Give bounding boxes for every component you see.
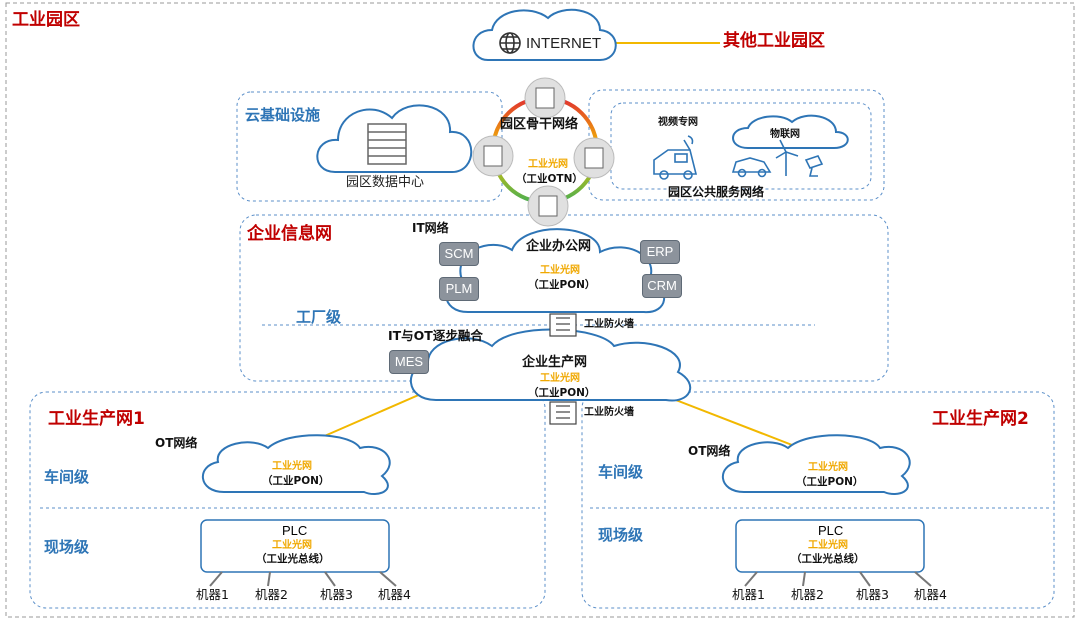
ws2-pon-label: （工业PON） (796, 476, 864, 488)
mes-box: MES (389, 350, 429, 374)
ot-net-label-2: OT网络 (688, 444, 731, 458)
plc-box-1 (200, 519, 390, 573)
ws1-optical-label: 工业光网 (272, 461, 312, 472)
server-rack-icon (367, 123, 407, 165)
firewall-label-2: 工业防火墙 (584, 407, 634, 418)
ot-net-label-1: OT网络 (155, 436, 198, 450)
office-pon-label: （工业PON） (528, 279, 596, 291)
internet-label: INTERNET (526, 35, 601, 52)
ws2-optical-label: 工业光网 (808, 462, 848, 473)
data-center-label: 园区数据中心 (346, 175, 425, 190)
workshop-label-2: 车间级 (598, 463, 644, 481)
office-optical-label: 工业光网 (540, 265, 580, 276)
plc-label-2: PLC (818, 523, 844, 538)
plc-label-1: PLC (282, 523, 308, 538)
erp-box: ERP (640, 240, 680, 264)
crm-box: CRM (642, 274, 682, 298)
wind-turbine-icon (775, 139, 799, 176)
it-ot-label: IT与OT逐步融合 (388, 328, 483, 343)
field-label-2: 现场级 (598, 526, 644, 544)
prod-net-1-box (29, 391, 546, 609)
machine-2a: 机器2 (255, 587, 288, 602)
other-parks-label: 其他工业园区 (723, 31, 825, 51)
office-net-label: 企业办公网 (526, 239, 592, 254)
prod-optical-label: 工业光网 (540, 373, 580, 384)
enterprise-info-label: 企业信息网 (247, 224, 332, 244)
backbone-label: 园区骨干网络 (500, 117, 579, 132)
prod-net-2-box (581, 391, 1055, 609)
workshop-cloud-1 (201, 434, 391, 495)
plc1-optical-label: 工业光网 (272, 540, 312, 551)
car-icon (731, 157, 772, 178)
park-border (5, 2, 1075, 618)
scm-box: SCM (439, 242, 479, 266)
globe-icon (499, 32, 521, 54)
prod-net-2-label: 工业生产网2 (932, 409, 1029, 429)
otn-sub-label: （工业OTN） (516, 173, 583, 185)
iot-cloud (732, 114, 849, 149)
public-net-label: 园区公共服务网络 (668, 185, 765, 199)
plm-box: PLM (439, 277, 479, 301)
olt-device-icon (472, 77, 615, 227)
machine-1b: 机器1 (732, 587, 765, 602)
firewall-label-1: 工业防火墙 (584, 319, 634, 330)
prod-pon-label: （工业PON） (528, 387, 596, 399)
park-title: 工业园区 (12, 10, 80, 30)
cloud-infra-label: 云基础设施 (245, 106, 321, 124)
plc1-bus-label: （工业光总线） (256, 553, 330, 565)
video-net-label: 视频专网 (658, 117, 698, 128)
camera-icon (804, 155, 824, 177)
machine-3b: 机器3 (856, 587, 889, 602)
machine-2b: 机器2 (791, 587, 824, 602)
cloud-infra-box (236, 91, 503, 202)
machine-4a: 机器4 (378, 587, 411, 602)
ws1-pon-label: （工业PON） (262, 475, 330, 487)
plc2-optical-label: 工业光网 (808, 540, 848, 551)
plc-box-2 (735, 519, 925, 573)
video-van-icon (653, 135, 698, 180)
machine-1a: 机器1 (196, 587, 229, 602)
prod-net-1-label: 工业生产网1 (48, 409, 145, 429)
internet-cloud (472, 9, 617, 61)
machine-3a: 机器3 (320, 587, 353, 602)
iot-net-label: 物联网 (770, 129, 800, 140)
workshop-label-1: 车间级 (44, 468, 90, 486)
workshop-cloud-2 (721, 434, 911, 495)
otn-label: 工业光网 (528, 159, 568, 170)
machine-4b: 机器4 (914, 587, 947, 602)
factory-level-label: 工厂级 (296, 308, 342, 326)
field-label-1: 现场级 (44, 538, 90, 556)
plc2-bus-label: （工业光总线） (791, 553, 865, 565)
production-net-label: 企业生产网 (522, 355, 588, 370)
it-net-label: IT网络 (412, 221, 449, 235)
firewall-icon (549, 313, 577, 425)
